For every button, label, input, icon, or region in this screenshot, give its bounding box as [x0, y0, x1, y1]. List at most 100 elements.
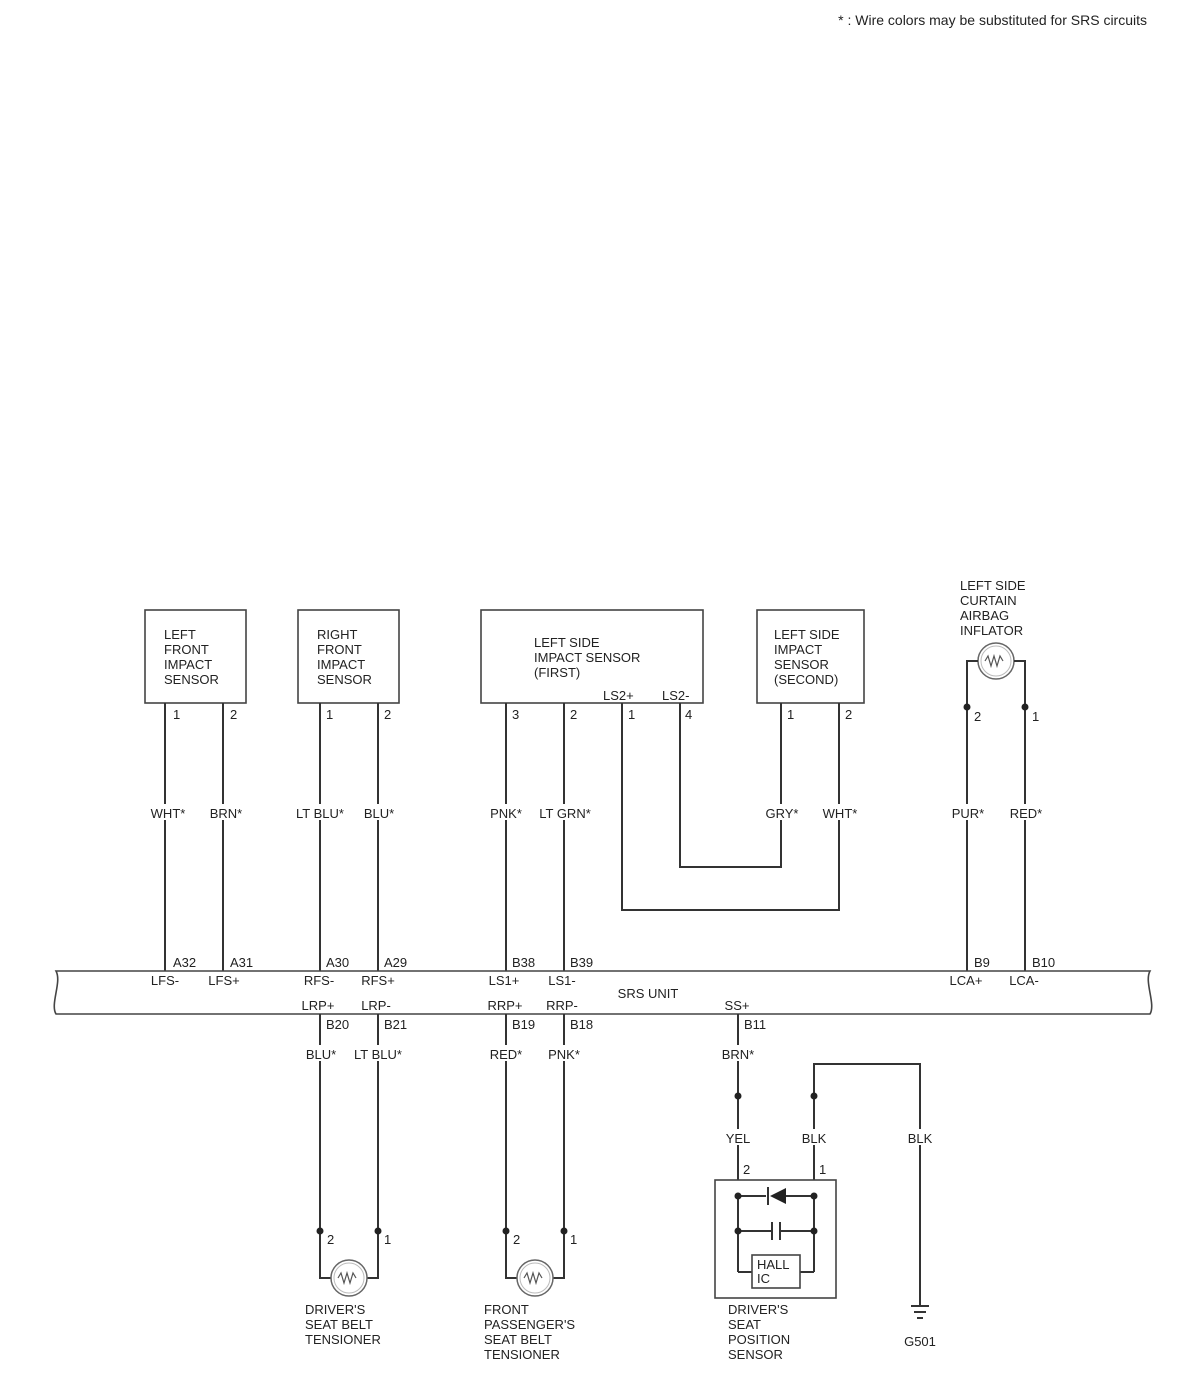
srs-unit-label: SRS UNIT: [618, 986, 679, 1001]
terminal-b38: B38: [512, 955, 535, 970]
signal-rrp-minus: RRP-: [546, 998, 578, 1013]
lsis2-pin-2: 2: [845, 707, 852, 722]
dbt-pin-2-dot: [316, 1227, 324, 1235]
lfis-pin-2: 2: [230, 707, 237, 722]
lsis2-line-3: SENSOR: [774, 657, 829, 672]
wire-lca-minus: [1014, 660, 1026, 971]
inflator-line-4: INFLATOR: [960, 623, 1023, 638]
wire-color-ss-sensor: YEL: [726, 1131, 751, 1146]
lfis-line-2: FRONT: [164, 642, 209, 657]
dsps-line-2: SEAT: [728, 1317, 761, 1332]
lsis1-pin-1: 1: [628, 707, 635, 722]
ground-label: G501: [904, 1334, 936, 1349]
lfis-line-4: SENSOR: [164, 672, 219, 687]
rfis-line-1: RIGHT: [317, 627, 358, 642]
dbt-pin-2: 2: [327, 1232, 334, 1247]
ss-junction-dot: [734, 1092, 742, 1100]
fpbt-pin-1-dot: [560, 1227, 568, 1235]
wire-color-ground: BLK: [908, 1131, 933, 1146]
wire-ls2-plus-loop: [621, 703, 840, 911]
terminal-b9: B9: [974, 955, 990, 970]
signal-ss-plus: SS+: [725, 998, 750, 1013]
wire-color-lca-plus: PUR*: [952, 806, 985, 821]
terminal-b11: B11: [744, 1017, 766, 1032]
wire-color-ls2-minus: WHT*: [823, 806, 858, 821]
wire-color-labels-bottom: BLU* LT BLU* RED* PNK* BRN* YEL BLK BLK: [302, 1045, 937, 1146]
dsps-pin-1: 1: [819, 1162, 826, 1177]
lsis1-pin-3: 3: [512, 707, 519, 722]
wire-color-rrp-plus: RED*: [490, 1047, 523, 1062]
fpbt-pin-1: 1: [570, 1232, 577, 1247]
dsps-line-3: POSITION: [728, 1332, 790, 1347]
dbt-line-1: DRIVER'S: [305, 1302, 366, 1317]
lfis-pin-1: 1: [173, 707, 180, 722]
wire-color-lfs-minus: WHT*: [151, 806, 186, 821]
dsps-internal-circuit: [734, 1192, 818, 1273]
wire-lca-plus: [966, 660, 978, 971]
hall-ic: [751, 1254, 801, 1289]
fpbt-pin-2-dot: [502, 1227, 510, 1235]
wire-lrp-plus: [319, 1014, 332, 1279]
inflator-squib-icon: [977, 642, 1015, 680]
terminal-a32: A32: [173, 955, 196, 970]
fpbt-line-1: FRONT: [484, 1302, 529, 1317]
lsis1-pin-4: 4: [685, 707, 692, 722]
inflator-pin-1: 1: [1032, 709, 1039, 724]
wire-rrp-plus: [505, 1014, 518, 1279]
signal-ls1-plus: LS1+: [489, 973, 520, 988]
terminal-b39: B39: [570, 955, 593, 970]
signal-lfs-minus: LFS-: [151, 973, 179, 988]
dbt-line-3: TENSIONER: [305, 1332, 381, 1347]
rfis-pin-2: 2: [384, 707, 391, 722]
dbt-line-2: SEAT BELT: [305, 1317, 373, 1332]
fpbt-line-3: SEAT BELT: [484, 1332, 552, 1347]
signal-lfs-plus: LFS+: [208, 973, 239, 988]
fpbt-line-2: PASSENGER'S: [484, 1317, 575, 1332]
inflator-pin-1-dot: [1021, 703, 1029, 711]
dbt-pin-1-dot: [374, 1227, 382, 1235]
wire-color-note: * : Wire colors may be substituted for S…: [838, 12, 1147, 28]
wire-rrp-minus: [552, 1014, 565, 1279]
wire-color-ss-plus: BRN*: [722, 1047, 755, 1062]
ls2-minus-label: LS2-: [662, 688, 689, 703]
wire-color-lfs-plus: BRN*: [210, 806, 243, 821]
wire-ls2-minus-loop: [679, 703, 782, 868]
terminal-b18: B18: [570, 1017, 593, 1032]
left-side-impact-sensor-second: [756, 609, 865, 704]
front-passengers-seat-belt-tensioner-squib-icon: [516, 1259, 554, 1297]
wire-color-lrp-minus: LT BLU*: [354, 1047, 402, 1062]
ground-junction-dot: [810, 1092, 818, 1100]
inflator-line-3: AIRBAG: [960, 608, 1009, 623]
rfis-pin-1: 1: [326, 707, 333, 722]
inflator-line-1: LEFT SIDE: [960, 578, 1026, 593]
wire-color-rfs-plus: BLU*: [364, 806, 394, 821]
lsis1-line-2: IMPACT SENSOR: [534, 650, 640, 665]
signal-rfs-minus: RFS-: [304, 973, 334, 988]
wire-color-lrp-plus: BLU*: [306, 1047, 336, 1062]
ground-icon: [911, 1300, 929, 1319]
dbt-pin-1: 1: [384, 1232, 391, 1247]
terminal-a29: A29: [384, 955, 407, 970]
inflator-line-2: CURTAIN: [960, 593, 1017, 608]
dsps-line-1: DRIVER'S: [728, 1302, 789, 1317]
right-front-impact-sensor: [297, 609, 400, 704]
lsis1-line-1: LEFT SIDE: [534, 635, 600, 650]
fpbt-line-4: TENSIONER: [484, 1347, 560, 1362]
lsis2-pin-1: 1: [787, 707, 794, 722]
wire-color-lca-minus: RED*: [1010, 806, 1043, 821]
wire-color-ls1-plus: PNK*: [490, 806, 522, 821]
terminal-a31: A31: [230, 955, 253, 970]
diode-icon: [767, 1187, 786, 1205]
terminal-b20: B20: [326, 1017, 349, 1032]
wire-color-labels-top: WHT* BRN* LT BLU* BLU* PNK* LT GRN* GRY*…: [145, 804, 1046, 821]
lsis2-line-4: (SECOND): [774, 672, 838, 687]
rfis-line-2: FRONT: [317, 642, 362, 657]
lfis-line-3: IMPACT: [164, 657, 212, 672]
left-side-impact-sensor-first: [480, 609, 704, 704]
wire-lrp-minus: [366, 1014, 379, 1279]
left-front-impact-sensor: [144, 609, 247, 704]
terminal-a30: A30: [326, 955, 349, 970]
lsis1-line-3: (FIRST): [534, 665, 580, 680]
inflator-pin-2-dot: [963, 703, 971, 711]
